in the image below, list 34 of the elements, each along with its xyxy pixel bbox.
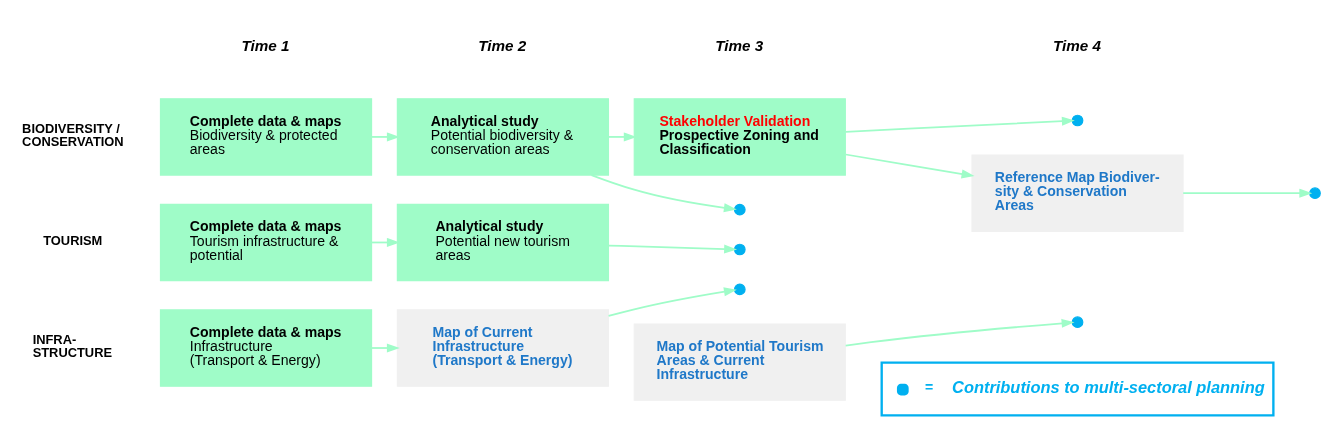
node-box: Reference Map Biodiver- sity & Conservation Areas [971, 154, 1184, 232]
label: INFRA- STRUCTURE [32, 332, 113, 361]
label: BIODIVERSITY / CONSERVATION [22, 121, 124, 150]
label: Time 4 [1052, 36, 1101, 54]
legend-label: Contributions to multi-sectoral planning [952, 377, 1265, 396]
node-circle [1071, 114, 1084, 127]
node-circle [733, 283, 746, 296]
node-circle [1071, 316, 1084, 329]
node-circle [733, 243, 746, 256]
label: TOURISM [43, 232, 103, 248]
arrow [844, 318, 1075, 347]
arrow [590, 174, 737, 213]
arrow [607, 287, 737, 317]
arrow [844, 116, 1075, 133]
arrow [607, 244, 738, 254]
label: Time 3 [715, 36, 764, 54]
node-box: Map of Potential Tourism Areas & Current Infrastructure [633, 323, 846, 401]
label: Time 2 [478, 36, 527, 54]
label: Time 1 [241, 36, 290, 54]
arrow [370, 132, 400, 142]
node-box: Complete data & maps Tourism infrastructure & potential [159, 203, 373, 282]
node-box: Analytical study Potential biodiversity & conservation areas [396, 98, 610, 176]
node-box: Stakeholder Validation Prospective Zoning and Classification [633, 98, 846, 176]
node-box: Complete data & maps Infrastructure (Transport & Energy) [159, 309, 373, 387]
node-circle [1309, 187, 1321, 200]
node-box: Map of Current Infrastructure (Transport & Energy) [396, 309, 610, 387]
label: = [925, 379, 934, 396]
arrow [844, 153, 975, 179]
node-circle [733, 203, 746, 216]
node-box: Analytical study Potential new tourism areas [396, 203, 610, 282]
node-box: Complete data & maps Biodiversity & protected areas [159, 98, 373, 176]
arrow [1182, 188, 1313, 198]
arrow [607, 132, 637, 142]
arrow [370, 343, 400, 353]
